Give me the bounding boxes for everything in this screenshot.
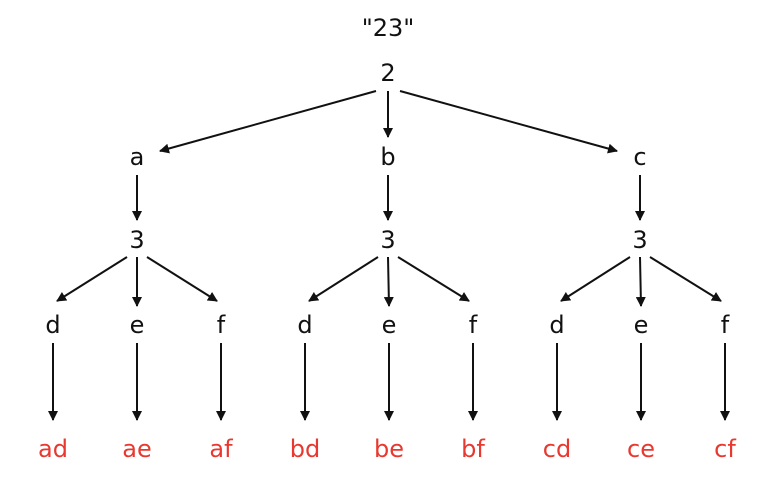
leaf-node-e: e	[381, 311, 397, 339]
leaf-node-e: e	[633, 311, 649, 339]
edge-3-to-f	[397, 256, 470, 302]
edge-3-to-d	[308, 256, 379, 302]
result-ae: ae	[122, 435, 152, 463]
leaf-node-f: f	[720, 311, 730, 339]
edge-3-to-d	[56, 256, 128, 302]
digit-node-3-right: 3	[632, 226, 648, 254]
leaf-node-e: e	[129, 311, 145, 339]
edge-3-to-f	[146, 256, 218, 302]
result-cf: cf	[714, 435, 736, 463]
result-ce: ce	[627, 435, 655, 463]
digit-node-3-left: 3	[129, 226, 145, 254]
leaf-node-d: d	[297, 311, 313, 339]
leaf-node-d: d	[549, 311, 565, 339]
edge-2-to-c	[399, 90, 618, 154]
edge-3-to-d	[560, 256, 631, 302]
root-digit-node: 2	[380, 59, 396, 87]
digit-node-3-middle: 3	[380, 226, 396, 254]
result-be: be	[374, 435, 404, 463]
leaf-node-f: f	[468, 311, 478, 339]
letter-node-b: b	[380, 143, 396, 171]
edge-2-to-a	[159, 90, 377, 154]
leaf-node-f: f	[216, 311, 226, 339]
input-string-title: "23"	[361, 14, 415, 42]
result-ad: ad	[38, 435, 68, 463]
edge-3-to-e	[383, 256, 394, 307]
letter-node-c: c	[633, 143, 647, 171]
edge-3-to-f	[649, 256, 722, 302]
leaf-node-d: d	[45, 311, 61, 339]
letter-node-a: a	[129, 143, 145, 171]
result-af: af	[209, 435, 233, 463]
result-bd: bd	[289, 435, 321, 463]
edge-3-to-e	[635, 256, 646, 307]
result-cd: cd	[542, 435, 572, 463]
result-bf: bf	[461, 435, 485, 463]
